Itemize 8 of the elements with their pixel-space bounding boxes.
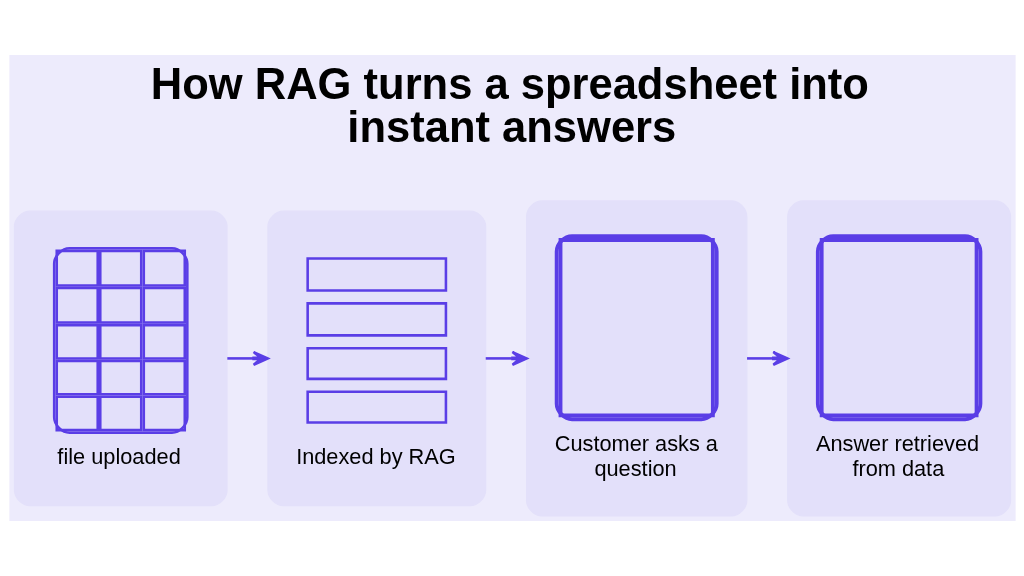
diagram-title: How RAG turns a spreadsheet into instant answers xyxy=(150,59,869,152)
arrow xyxy=(746,350,789,367)
node-box: file uploaded xyxy=(13,210,228,507)
arrow xyxy=(226,350,269,367)
arrow xyxy=(485,350,528,367)
node-box: Indexed by RAG xyxy=(266,210,486,507)
node-box: Customer asks a question xyxy=(525,200,747,517)
node-box: Answer retrieved from data xyxy=(786,200,1011,517)
